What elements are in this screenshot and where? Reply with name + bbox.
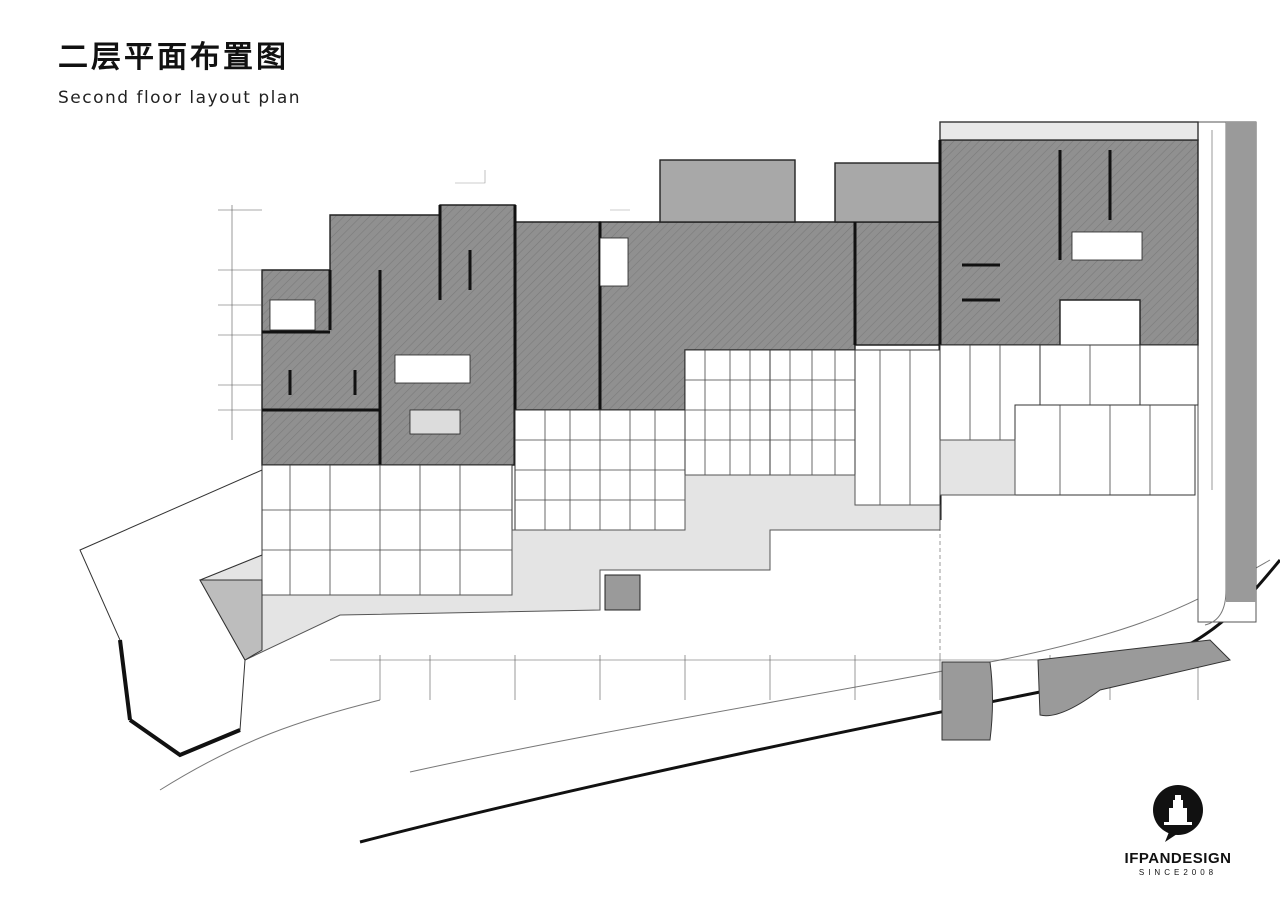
brand-logo: IFPANDESIGN SINCE2008	[1108, 782, 1248, 877]
site-elements	[941, 639, 1231, 741]
page-title: 二层平面布置图	[58, 40, 289, 75]
stairs	[269, 231, 1143, 435]
corridor	[199, 439, 1016, 661]
hatched-areas	[261, 121, 1199, 466]
room-partitions	[262, 345, 1151, 595]
logo-tagline: SINCE2008	[1138, 868, 1218, 877]
frame-marks	[455, 170, 630, 211]
logo-mark-icon	[1153, 785, 1203, 842]
west-wing	[79, 469, 263, 758]
logo-name: IFPANDESIGN	[1124, 850, 1232, 867]
title-block: 二层平面布置图 Second floor layout plan	[58, 38, 301, 108]
street-strip	[1197, 121, 1257, 626]
page-subtitle: Second floor layout plan	[58, 88, 302, 108]
